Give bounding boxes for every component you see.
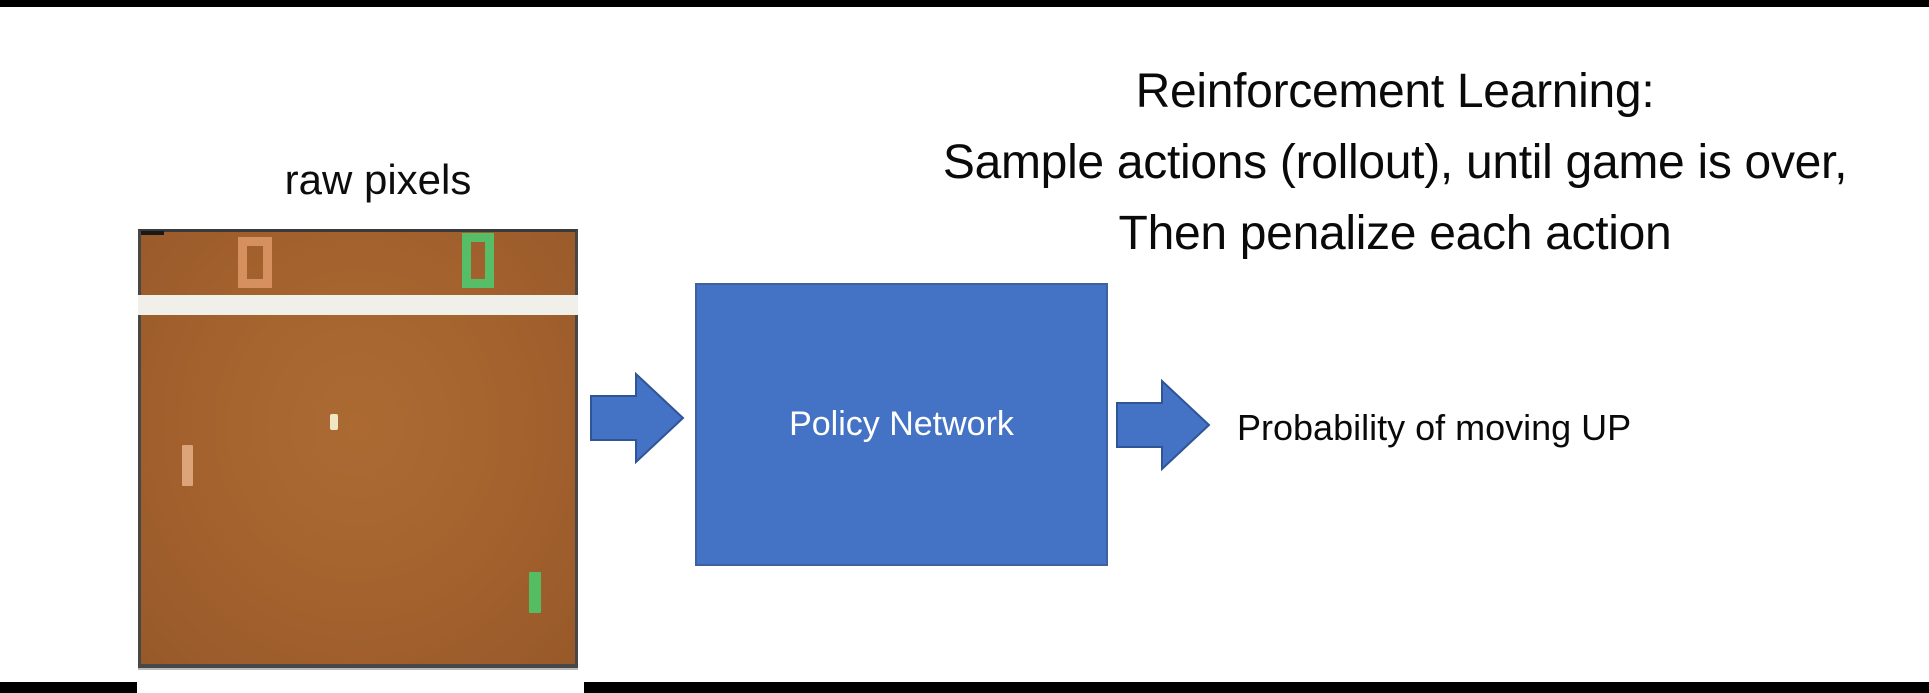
arrow-shape [1116,379,1211,471]
arrow-shape [590,372,685,464]
score-right-green [462,233,494,288]
slide-title: Reinforcement Learning: Sample actions (… [830,56,1929,269]
policy-network-box: Policy Network [695,283,1108,566]
title-line-1: Reinforcement Learning: [1135,65,1655,118]
left-paddle [182,445,193,486]
bottom-left-black-bar [0,682,137,693]
right-paddle [529,572,541,613]
title-line-2: Sample actions (rollout), until game is … [942,136,1848,189]
right-arrow-icon [590,372,685,464]
ball [330,414,338,430]
score-left-orange [238,237,272,288]
title-line-3: Then penalize each action [1118,207,1672,260]
bottom-right-black-bar [584,682,1929,693]
policy-network-label: Policy Network [789,405,1014,443]
pong-game-screenshot [138,229,578,668]
game-corner-mark [141,231,164,235]
game-top-wall [138,295,578,315]
probability-output-label: Probability of moving UP [1237,407,1632,448]
right-arrow-icon [1116,379,1211,471]
raw-pixels-label: raw pixels [284,156,472,203]
top-black-bar [0,0,1929,7]
